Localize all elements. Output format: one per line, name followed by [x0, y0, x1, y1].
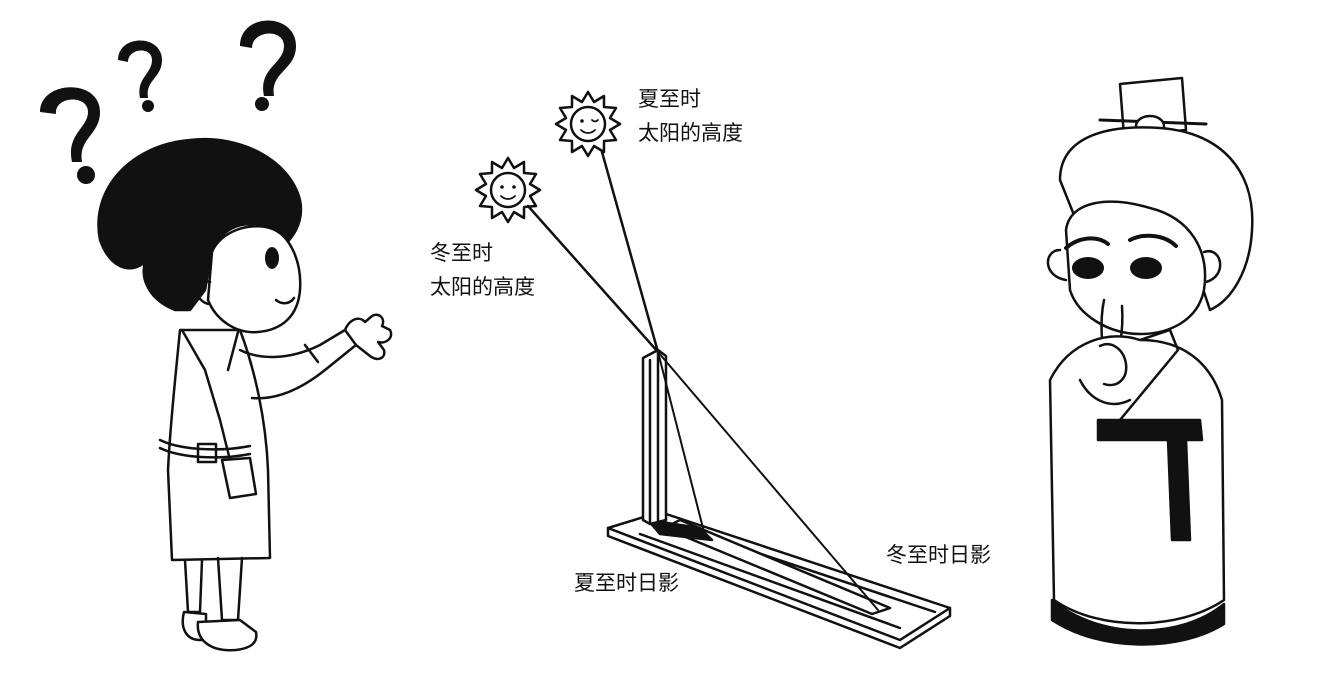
gnomon-device: [526, 150, 952, 650]
ancient-scholar-figure: [1046, 76, 1254, 646]
winter-sun-label: 冬至时 太阳的高度: [430, 236, 535, 304]
winter-sun-label-line2: 太阳的高度: [430, 275, 535, 299]
sun-icon: [474, 156, 542, 224]
boy-figure: [97, 137, 393, 652]
summer-sun-label: 夏至时 太阳的高度: [638, 82, 743, 150]
summer-sun-label-line2: 太阳的高度: [638, 121, 743, 145]
summer-sun-label-line1: 夏至时: [638, 87, 701, 111]
summer-shadow-label: 夏至时日影: [574, 566, 679, 600]
winter-shadow-label: 冬至时日影: [886, 538, 991, 572]
summer-shadow-text: 夏至时日影: [574, 571, 679, 595]
winter-shadow-text: 冬至时日影: [886, 543, 991, 567]
winter-sun-label-line1: 冬至时: [430, 241, 493, 265]
sun-icon: [554, 90, 622, 158]
question-mark-icon: [40, 87, 100, 184]
question-mark-icon: [118, 40, 162, 112]
question-mark-icon: [240, 20, 296, 111]
